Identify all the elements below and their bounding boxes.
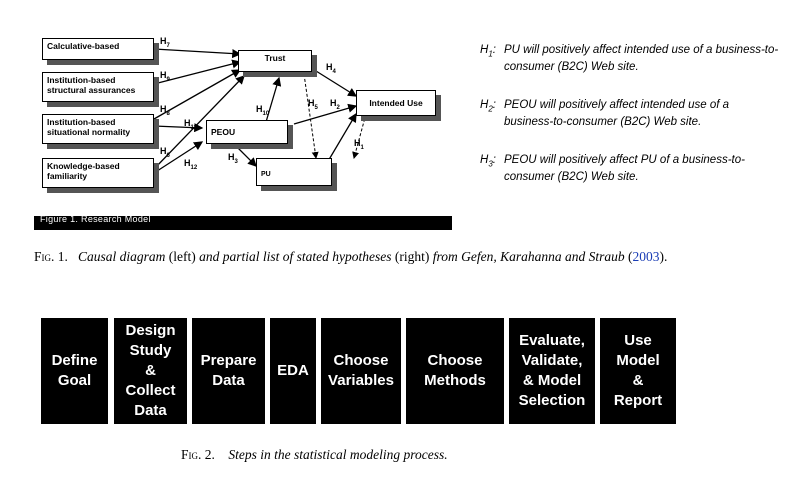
figure-1-caption: Fig. 1. Causal diagram (left) and partia… [34,249,667,265]
figure-2-caption: Fig. 2. Steps in the statistical modelin… [181,447,448,463]
caption-part: (right) [391,249,433,264]
caption-part: from Gefen, Karahanna and Straub [432,249,625,264]
box-pu: PU [256,158,332,186]
label-h11: H11 [184,118,197,131]
label-h2: H2 [330,98,340,111]
figure-2-label: Fig. 2. [181,447,215,462]
caption-part: (left) [165,249,200,264]
box-intended-use: Intended Use [356,90,436,116]
step-choose-methods: Choose Methods [406,318,504,424]
label-h10: H10 [256,104,270,117]
figure-1-label: Fig. 1. [34,249,68,264]
hypothesis-key: H2: [480,99,496,114]
label-h9: H9 [160,70,170,83]
box-peou: PEOU [206,120,288,144]
step-eda: EDA [270,318,316,424]
caption-part: and partial list of stated hypotheses [199,249,392,264]
caption-part: Causal diagram [78,249,166,264]
step-evaluate: Evaluate, Validate, & Model Selection [509,318,595,424]
diagram-inner-caption: Figure 1. Research Model [40,214,151,224]
caption-part: ). [659,249,668,264]
label-h8: H8 [160,104,170,117]
hypothesis-key: H3: [480,154,496,169]
box-institution-structural: Institution-based structural assurances [42,72,154,102]
hypothesis-key: H1: [480,44,496,59]
box-trust: Trust [238,50,312,72]
figure-2-caption-text: Steps in the statistical modeling proces… [228,447,448,462]
step-design-study: Design Study & Collect Data [114,318,187,424]
citation-year-link[interactable]: 2003 [632,249,660,264]
hypothesis-text: PEOU will positively affect intended use… [504,99,730,128]
step-use-model: Use Model & Report [600,318,676,424]
hypothesis-2: H2: PEOU will positively affect intended… [480,97,780,131]
hypothesis-1: H1: PU will positively affect intended u… [480,42,780,76]
label-h5: H5 [308,98,318,111]
box-institution-normality: Institution-based situational normality [42,114,154,144]
step-prepare-data: Prepare Data [192,318,265,424]
label-h7: H7 [160,36,170,49]
label-h1: H1 [354,138,364,151]
label-h6: H6 [160,146,170,159]
hypothesis-text: PEOU will positively affect PU of a busi… [504,154,745,183]
causal-diagram: Calculative-based Institution-based stru… [34,18,452,230]
label-h4: H4 [326,62,336,75]
hypothesis-text: PU will positively affect intended use o… [504,44,779,73]
hypothesis-3: H3: PEOU will positively affect PU of a … [480,152,780,186]
label-h12: H12 [184,158,198,171]
caption-part: ( [624,249,633,264]
step-choose-variables: Choose Variables [321,318,401,424]
label-h3: H3 [228,152,238,165]
step-define-goal: Define Goal [41,318,108,424]
diagram-arrows [153,48,367,174]
box-calculative: Calculative-based [42,38,154,60]
box-knowledge: Knowledge-based familiarity [42,158,154,188]
